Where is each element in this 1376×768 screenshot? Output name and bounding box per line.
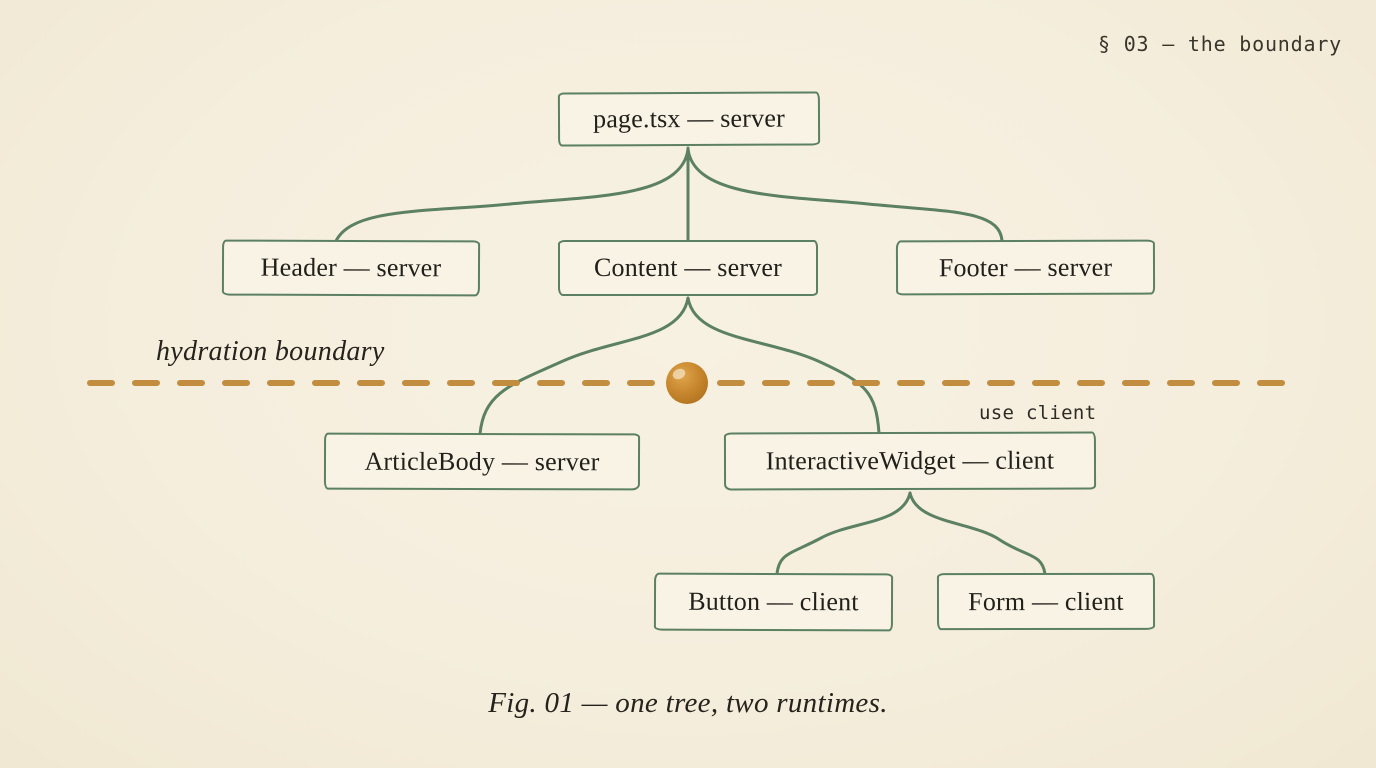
node-page-tsx-label: page.tsx — server	[593, 103, 785, 134]
figure-caption: Fig. 01 — one tree, two runtimes.	[488, 687, 888, 719]
connector-page-to-header	[334, 147, 690, 243]
node-page-tsx: page.tsx — server	[557, 91, 821, 147]
connector-content-to-interactivewidget	[686, 296, 881, 435]
node-content: Content — server	[558, 240, 818, 296]
boundary-dot	[666, 362, 708, 404]
connector-content-to-articlebody	[478, 296, 690, 436]
hydration-boundary-label: hydration boundary	[156, 336, 385, 367]
node-button: Button — client	[653, 572, 894, 632]
node-button-label: Button — client	[688, 586, 859, 617]
connector-widget-to-button	[775, 491, 912, 576]
boundary-dot-highlight	[672, 368, 686, 380]
node-form-label: Form — client	[968, 586, 1124, 616]
node-footer: Footer — server	[895, 239, 1156, 296]
section-label: § 03 — the boundary	[1098, 32, 1342, 56]
connector-widget-to-form	[908, 491, 1047, 576]
node-header-label: Header — server	[260, 252, 442, 283]
use-client-directive-label: use client	[979, 402, 1097, 424]
node-footer-label: Footer — server	[938, 252, 1113, 282]
node-content-label: Content — server	[593, 253, 783, 282]
node-interactivewidget-label: InteractiveWidget — client	[765, 445, 1055, 476]
node-articlebody: ArticleBody — server	[323, 432, 641, 491]
connector-page-to-footer	[686, 147, 1004, 243]
node-header: Header — server	[221, 239, 481, 297]
node-interactivewidget: InteractiveWidget — client	[723, 431, 1097, 491]
node-articlebody-label: ArticleBody — server	[364, 446, 600, 476]
node-form: Form — client	[936, 572, 1156, 631]
